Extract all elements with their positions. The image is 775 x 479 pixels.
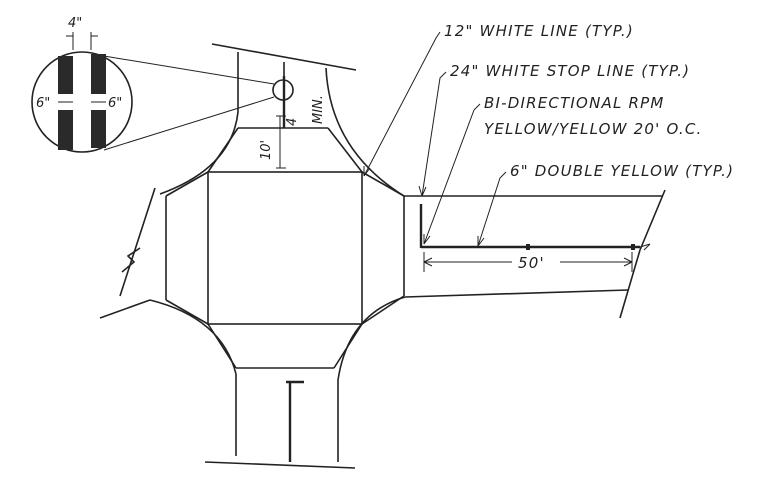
detail-stripe-left-top (58, 56, 73, 94)
white-line-leader (363, 31, 441, 177)
north-crosswalk (207, 127, 363, 173)
detail-stripe-width-label: 4" (68, 16, 82, 31)
detail-source-circle (272, 79, 294, 101)
rpm-arrow (423, 234, 431, 245)
setback-dim-line (276, 115, 286, 169)
east-approach-markings (419, 204, 651, 251)
rpm-marker-1 (526, 244, 530, 250)
dimensions: 10' 4 MIN. 50' (259, 95, 633, 272)
setback-min-label: MIN. (311, 95, 326, 124)
west-leg-bottom-curb (149, 299, 237, 375)
south-bottom-edge (204, 461, 356, 469)
crosswalk-markings (165, 76, 405, 462)
callout-labels: 12" WHITE LINE (TYP.) 24" WHITE STOP LIN… (444, 22, 734, 180)
taper-dim-arrows (423, 257, 633, 267)
setback-label: 10' (259, 140, 274, 160)
north-leg-top-edge (211, 43, 357, 71)
detail-width-dim (66, 32, 98, 50)
west-crosswalk (165, 171, 209, 325)
center-box (207, 171, 363, 325)
detail-magnified-circle (31, 51, 133, 153)
stop-line-label: 24" WHITE STOP LINE (TYP.) (450, 62, 690, 80)
south-crosswalk (207, 323, 363, 369)
detail-gap-left-label: 6" (36, 96, 50, 111)
double-yellow-end-taper (639, 243, 651, 251)
rpm-marker-2 (631, 244, 635, 250)
detail-stripe-right-top (91, 54, 106, 94)
stop-line-leader (421, 71, 447, 197)
east-break-top (639, 189, 666, 251)
double-yellow-arrow (477, 236, 485, 247)
east-crosswalk (361, 171, 405, 325)
west-leg-bottom-edge (99, 299, 151, 319)
east-leg-bottom-edge (404, 289, 629, 298)
detail-leader-bottom (103, 96, 275, 151)
detail-callout: 4" 6" 6" (31, 16, 294, 153)
west-leg-top-edge (119, 187, 156, 297)
west-break-line (121, 247, 141, 273)
setback-min-value: 4 (285, 118, 300, 126)
detail-stripe-right-bottom (91, 110, 106, 148)
white-line-arrow (363, 166, 371, 177)
rpm-label-line1: BI-DIRECTIONAL RPM (484, 94, 664, 112)
double-yellow-leader (477, 171, 507, 247)
white-line-label: 12" WHITE LINE (TYP.) (444, 22, 634, 40)
north-leg-right-curb (325, 67, 405, 197)
stop-line-arrow (418, 185, 427, 197)
taper-length-label: 50' (518, 254, 545, 272)
road-edges (99, 43, 666, 469)
south-centerline (286, 380, 304, 462)
detail-gap-right-label: 6" (108, 96, 122, 111)
detail-stripe-left-bottom (58, 110, 73, 150)
taper-dim-line (423, 252, 633, 272)
rpm-label-line2: YELLOW/YELLOW 20' O.C. (484, 120, 702, 138)
detail-leader-top (103, 55, 275, 85)
callout-leaders (363, 31, 507, 247)
east-break-bottom (619, 249, 641, 319)
rpm-leader (423, 103, 481, 245)
double-yellow-label: 6" DOUBLE YELLOW (TYP.) (510, 162, 734, 180)
east-leg-bottom-curb (337, 296, 406, 381)
